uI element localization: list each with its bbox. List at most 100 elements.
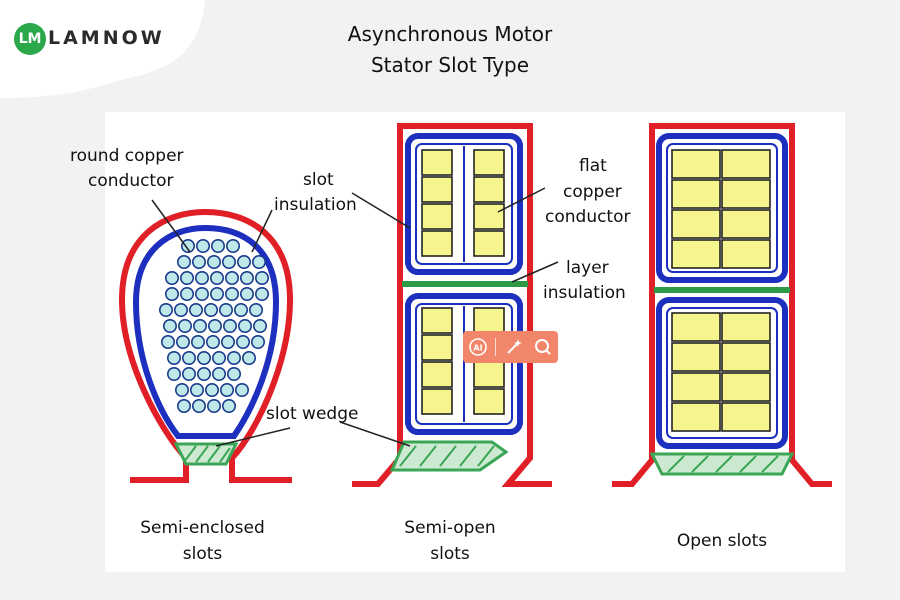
round-conductor (236, 334, 251, 349)
label-slot-wedge: slot wedge (266, 404, 359, 424)
round-conductor (210, 286, 225, 301)
svg-text:AI: AI (473, 344, 482, 353)
open-slot-outline (612, 123, 832, 487)
round-conductor (174, 302, 189, 317)
label-flat-conductor: conductor (545, 207, 631, 227)
flat-copper-conductor (421, 176, 453, 203)
flat-copper-conductor (473, 176, 505, 203)
flat-copper-conductor (671, 372, 721, 402)
flat-copper-conductor (671, 149, 721, 179)
search-icon[interactable] (531, 335, 555, 359)
ai-icon[interactable]: AI (466, 335, 490, 359)
round-conductor (180, 286, 195, 301)
round-conductor (167, 366, 182, 381)
round-conductor (175, 382, 190, 397)
round-conductor (212, 350, 227, 365)
round-conductor (165, 270, 180, 285)
open-slot-wedge (649, 452, 795, 476)
caption-semi-open-line1: Semi-open (404, 518, 496, 538)
leader-lines (151, 187, 559, 447)
round-conductor (190, 382, 205, 397)
flat-copper-conductor (721, 402, 771, 432)
round-conductor (227, 350, 242, 365)
round-conductor (159, 302, 174, 317)
round-conductor (181, 239, 196, 254)
round-conductor (225, 270, 240, 285)
round-conductor (253, 318, 268, 333)
round-conductor (205, 382, 220, 397)
label-flat: flat (579, 156, 607, 176)
round-conductor (240, 286, 255, 301)
round-conductor (238, 318, 253, 333)
semi-open-slot (352, 123, 552, 487)
round-conductor (207, 255, 222, 270)
flat-copper-conductor (721, 209, 771, 239)
round-conductor (222, 255, 237, 270)
round-conductor (196, 239, 211, 254)
flat-copper-conductor (671, 342, 721, 372)
round-conductor (193, 318, 208, 333)
semi-open-slot-outline (352, 123, 552, 487)
logo-tab-background (0, 0, 205, 98)
round-conductor (222, 398, 237, 413)
flat-copper-conductor (473, 361, 505, 388)
label-flat-copper: copper (563, 182, 622, 202)
flat-copper-conductor (671, 239, 721, 269)
round-conductor (252, 255, 267, 270)
flat-copper-conductor (421, 203, 453, 230)
flat-copper-conductor (421, 230, 453, 257)
round-conductor (178, 318, 193, 333)
round-conductor (204, 302, 219, 317)
round-conductor (165, 286, 180, 301)
semi-enclosed-slot-outline (118, 208, 294, 483)
round-conductor (227, 366, 242, 381)
caption-semi-open-line2: slots (430, 544, 470, 564)
open-slot-conductors (671, 149, 771, 432)
round-conductor (197, 350, 212, 365)
flat-copper-conductor (671, 209, 721, 239)
open-upper-inner-insulation (666, 143, 778, 273)
label-round-copper: round copper (70, 146, 184, 166)
flat-copper-conductor (473, 203, 505, 230)
round-conductor (226, 239, 241, 254)
flat-copper-conductor (421, 388, 453, 415)
round-conductor (242, 350, 257, 365)
round-conductor (212, 366, 227, 381)
flat-copper-conductor (421, 307, 453, 334)
flat-copper-conductor (721, 149, 771, 179)
round-copper-conductors (159, 239, 270, 413)
round-conductor (177, 398, 192, 413)
flat-copper-conductor (421, 361, 453, 388)
round-conductor (208, 318, 223, 333)
toolbar-separator (495, 338, 497, 356)
flat-copper-conductor (721, 342, 771, 372)
label-slot-insulation: insulation (274, 195, 357, 215)
label-layer: layer (566, 258, 609, 278)
round-conductor (182, 366, 197, 381)
round-conductor (240, 270, 255, 285)
semi-open-lower-inner-insulation (415, 303, 513, 425)
flat-copper-conductor (473, 307, 505, 334)
round-conductor (251, 334, 266, 349)
open-slot (612, 123, 832, 487)
round-conductor (219, 302, 234, 317)
flat-copper-conductor (721, 372, 771, 402)
round-conductor (195, 270, 210, 285)
round-conductor (192, 255, 207, 270)
flat-copper-conductor (721, 239, 771, 269)
round-conductor (211, 239, 226, 254)
floating-toolbar: AI (463, 331, 558, 363)
caption-open-slots: Open slots (676, 531, 768, 551)
flat-copper-conductor (721, 312, 771, 342)
round-conductor (177, 255, 192, 270)
round-conductor (255, 270, 270, 285)
magic-pen-icon[interactable] (502, 335, 526, 359)
flat-copper-conductor (473, 149, 505, 176)
diagram-title-line2: Stator Slot Type (370, 53, 530, 77)
diagram-title-line1: Asynchronous Motor (347, 22, 553, 46)
round-conductor (249, 302, 264, 317)
flat-copper-conductor (671, 402, 721, 432)
round-conductor (255, 286, 270, 301)
flat-copper-conductor (421, 334, 453, 361)
